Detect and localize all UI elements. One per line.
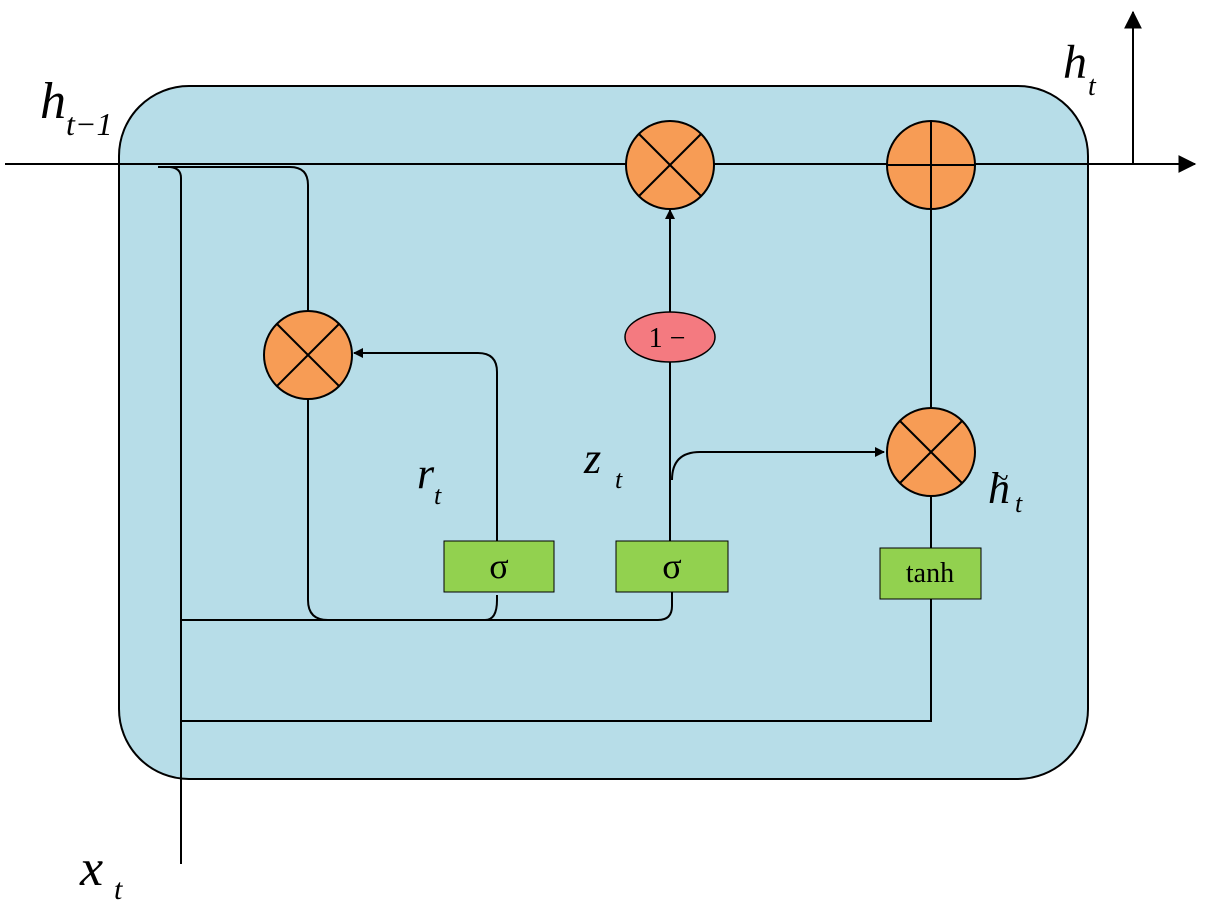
tanh-input-bus (181, 599, 932, 722)
update-sigma-label: σ (662, 546, 681, 586)
reset-gate-wire (353, 348, 498, 541)
svg-text:z: z (583, 434, 601, 483)
svg-text:t: t (1088, 71, 1097, 102)
one-minus-label: 1 − (649, 323, 686, 354)
svg-text:x: x (79, 840, 103, 897)
svg-text:h: h (988, 464, 1010, 513)
tanh-label: tanh (906, 558, 954, 589)
candidate-multiply-node (886, 407, 976, 497)
label-h-out: h t (1063, 36, 1097, 102)
svg-text:h: h (40, 73, 66, 130)
update-to-candidate-wire (671, 447, 885, 481)
svg-text:h: h (1063, 36, 1087, 89)
svg-text:r: r (417, 449, 435, 498)
label-h-tilde: ~ h t (988, 463, 1023, 518)
top-multiply-node (625, 120, 715, 210)
gru-cell-body (118, 85, 1089, 780)
svg-text:t: t (615, 465, 623, 494)
reset-multiply-node (263, 310, 353, 400)
label-h-prev: h t−1 (40, 73, 112, 142)
update-sigma-box (615, 540, 729, 593)
svg-text:t−1: t−1 (66, 106, 112, 142)
label-z-gate: z t (583, 434, 623, 494)
top-add-node (886, 120, 976, 210)
reset-sigma-label: σ (489, 546, 508, 586)
one-minus-ellipse (624, 311, 716, 363)
tanh-box (879, 547, 982, 600)
svg-text:t: t (1015, 489, 1023, 518)
reset-gate: σ (443, 540, 555, 593)
one-minus-node: 1 − (624, 311, 716, 363)
label-x-in: x t (79, 840, 123, 906)
update-gate: σ (615, 540, 729, 593)
svg-text:t: t (114, 873, 123, 906)
tanh-gate: tanh (879, 547, 982, 600)
gate-input-bus (181, 592, 673, 621)
reset-branch-wire (160, 166, 309, 312)
svg-text:t: t (434, 481, 442, 510)
svg-text:~: ~ (993, 463, 1008, 494)
label-r-gate: r t (417, 449, 442, 510)
reset-sigma-box (443, 540, 555, 593)
